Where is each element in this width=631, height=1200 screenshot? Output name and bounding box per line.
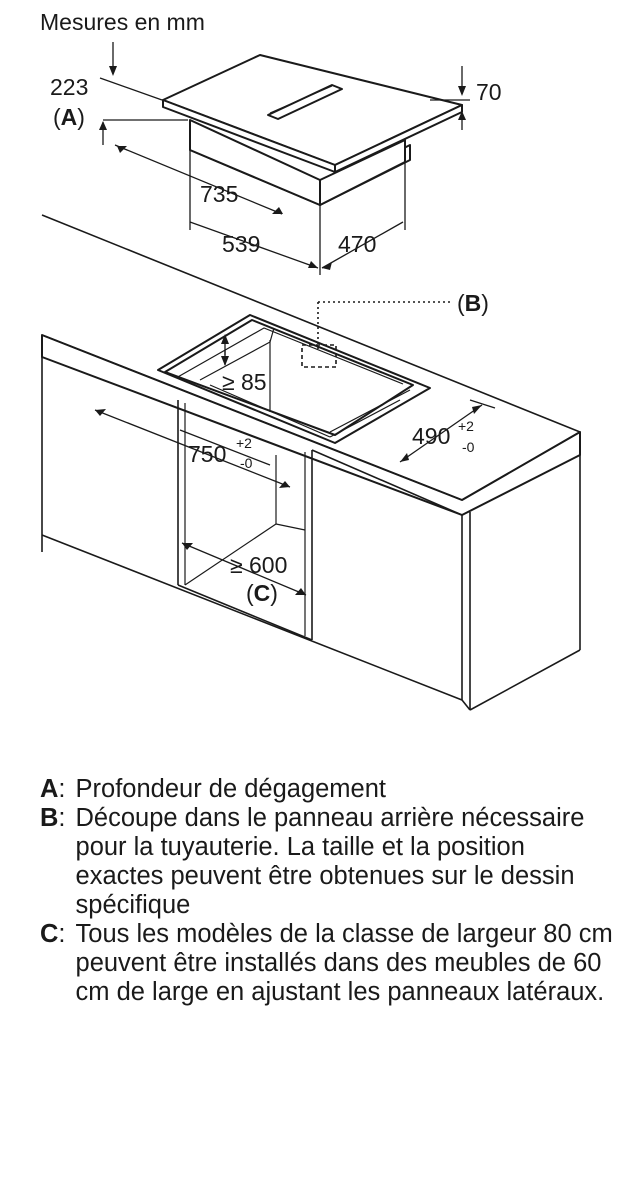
units-label: Mesures en mm: [40, 9, 205, 35]
dim-70: 70: [476, 79, 502, 105]
legend-text: Profondeur de dégagement: [75, 775, 386, 803]
dim-750-sub: -0: [240, 455, 253, 471]
dim-85: ≥ 85: [222, 369, 267, 395]
legend-text: Découpe dans le panneau arrière nécessai…: [75, 804, 585, 919]
cooktop-dimensions: 223 (A) 70 735 539 470: [50, 42, 502, 275]
marker-c-label: (C): [246, 580, 278, 606]
dim-223: 223: [50, 74, 88, 100]
legend-item-c: C: Tous les modèles de la classe de larg…: [40, 920, 615, 1007]
countertop-dimensions: (B) ≥ 85 750 +2 -0 490 +2 -0 ≥ 600 (C): [94, 290, 496, 606]
marker-b-label: (B): [457, 290, 489, 316]
installation-diagram: Mesures en mm 223 (A) 70: [40, 9, 581, 711]
legend-key: A: [40, 775, 59, 803]
legend-text: Tous les modèles de la classe de largeur…: [75, 920, 613, 1006]
countertop-drawing: [41, 214, 581, 711]
legend-key: B: [40, 804, 59, 832]
dim-750: 750: [188, 441, 226, 467]
legend-item-a: A: Profondeur de dégagement: [40, 775, 615, 804]
dim-490: 490: [412, 423, 450, 449]
dim-539: 539: [222, 231, 260, 257]
dim-490-sup: +2: [458, 418, 474, 434]
dim-735: 735: [200, 181, 238, 207]
legend-key: C: [40, 920, 59, 948]
dim-470: 470: [338, 231, 376, 257]
dim-490-sub: -0: [462, 439, 475, 455]
dim-600: ≥ 600: [230, 552, 287, 578]
dim-750-sup: +2: [236, 435, 252, 451]
legend-item-b: B: Découpe dans le panneau arrière néces…: [40, 804, 615, 920]
legend: A: Profondeur de dégagement B: Découpe d…: [40, 775, 615, 1007]
marker-a-label: (A): [53, 104, 85, 130]
cooktop-drawing: [162, 54, 463, 206]
